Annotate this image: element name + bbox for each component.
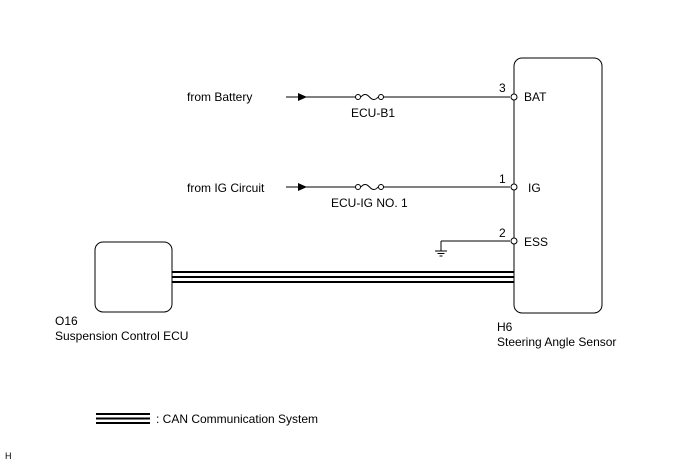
battery-arrow-icon: [298, 93, 307, 101]
ecu-code: O16: [55, 314, 78, 328]
pin-2-number: 2: [499, 226, 506, 240]
fuse-ecu-ig-icon: [360, 184, 379, 190]
fuse-ecu-ig-label: ECU-IG NO. 1: [331, 196, 408, 210]
ground-icon: [435, 250, 447, 257]
ess-ground-circuit: 2 ESS: [435, 226, 548, 257]
pin-ig-label: IG: [528, 181, 541, 195]
battery-circuit: from Battery ECU-B1 3 BAT: [187, 81, 547, 120]
pin-1-terminal: [510, 183, 518, 191]
pin-bat-label: BAT: [524, 90, 547, 104]
pin-2-terminal: [510, 237, 518, 245]
from-battery-label: from Battery: [187, 90, 252, 104]
fuse-ecu-ig-terminal-right: [378, 184, 384, 190]
pin-ess-label: ESS: [524, 235, 548, 249]
ig-arrow-icon: [298, 183, 307, 191]
pin-3-terminal: [510, 93, 518, 101]
legend-can-label: : CAN Communication System: [156, 412, 318, 426]
pin-3-number: 3: [499, 81, 506, 95]
sensor-name: Steering Angle Sensor: [497, 335, 616, 349]
fuse-ecu-b1-label: ECU-B1: [351, 106, 395, 120]
fuse-ecu-b1-icon: [360, 94, 379, 100]
from-ig-circuit-label: from IG Circuit: [187, 181, 265, 195]
legend: : CAN Communication System: [96, 412, 318, 426]
fuse-ecu-b1-terminal-left: [355, 94, 361, 100]
fuse-ecu-b1-terminal-right: [378, 94, 384, 100]
can-bus-lines: [172, 271, 514, 283]
sensor-code: H6: [497, 320, 513, 334]
pin-1-number: 1: [499, 172, 506, 186]
ecu-name: Suspension Control ECU: [55, 329, 188, 343]
ig-circuit: from IG Circuit ECU-IG NO. 1 1 IG: [187, 172, 541, 210]
fuse-ecu-ig-terminal-left: [355, 184, 361, 190]
suspension-ecu-box: [94, 241, 173, 313]
footer-mark: H: [5, 451, 12, 461]
